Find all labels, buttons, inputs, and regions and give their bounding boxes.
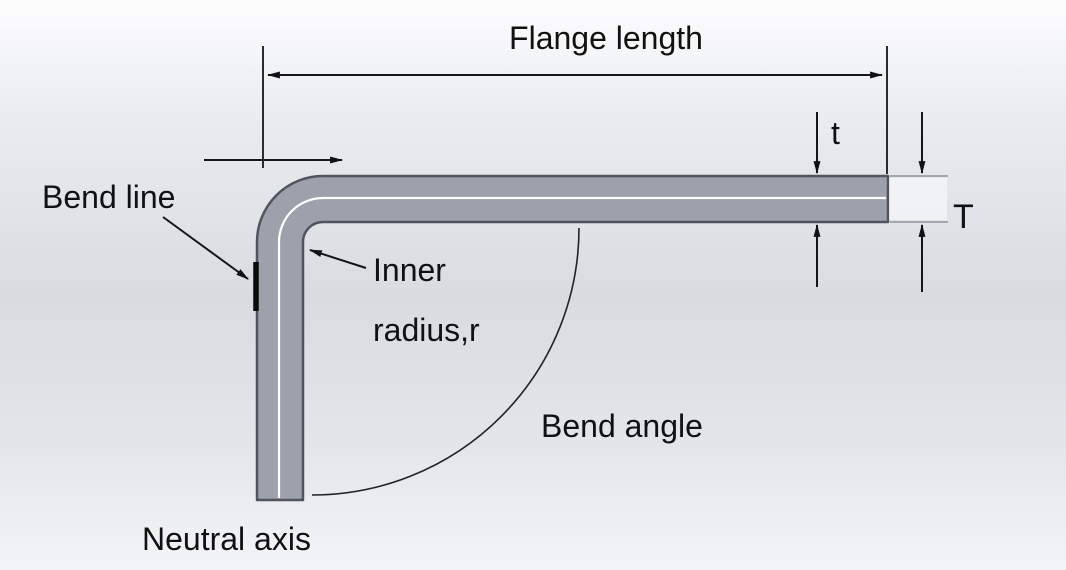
bend-angle-label: Bend angle [541,408,703,444]
flange-length-label: Flange length [509,20,703,56]
inner-radius-label-line1: Inner [373,252,446,288]
neutral-axis-label: Neutral axis [142,521,311,557]
inner-radius-label-line2: radius,r [373,312,480,348]
thickness-T-gap-highlight [889,178,947,220]
sheet-metal-part [255,174,890,502]
neutral-axis-line [277,196,886,498]
bend-line-pointer-arrow [162,216,249,280]
bend-line-label: Bend line [42,179,175,215]
thickness-T-label: T [953,198,974,236]
inner-radius-pointer-arrow [308,249,367,269]
thickness-t-label: t [831,115,840,151]
bend-angle-arc [311,227,580,496]
